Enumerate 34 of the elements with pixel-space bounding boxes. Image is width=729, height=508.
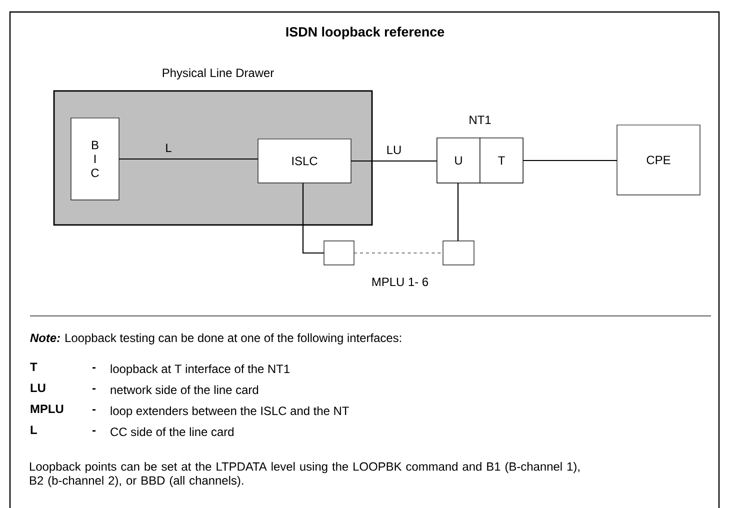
dash-label: - (92, 388, 96, 390)
interface-box: T (480, 138, 524, 184)
term-label: MPLU (30, 404, 64, 414)
node-label: Physical Line Drawer (162, 68, 274, 80)
dash-label: - (92, 430, 96, 432)
term-label: T (30, 362, 38, 371)
extender-box (442, 240, 474, 266)
edge-label: LU (387, 146, 401, 154)
equipment-box: CPE (616, 124, 700, 196)
term-description: CC side of the line card (110, 427, 234, 436)
term-description: loop extenders between the ISLC and the NT (110, 406, 349, 418)
part-label: MPLU 1- 6 (372, 278, 428, 286)
footnote-paragraph: Loopback points can be set at the LTPDATA level using the LOOPBK command and B1 (B-channel 1), B2 (b-channel 2), or BBD (all channels). (30, 462, 580, 488)
note-label: Note: (30, 334, 60, 342)
extender-box (324, 240, 354, 266)
term-description: loopback at T interface of the NT1 (110, 364, 290, 376)
term-label: L (30, 426, 37, 434)
node-label: NT1 (470, 116, 491, 124)
edge-label: L (166, 144, 172, 152)
dash-label: - (92, 367, 96, 369)
connector-line (351, 160, 437, 162)
connector-line (457, 182, 459, 241)
connector-line (354, 252, 444, 254)
connector-line (523, 160, 617, 162)
line-card-box: ISLC (258, 138, 352, 184)
card-box: B I C (70, 118, 120, 200)
term-description: network side of the line card (110, 385, 258, 394)
connector-line (119, 158, 258, 160)
title: ISDN loopback reference (286, 26, 444, 40)
dash-label: - (92, 409, 96, 411)
term-label: LU (30, 384, 46, 392)
note-text: Loopback testing can be done at one of the following interfaces: (66, 333, 402, 344)
interface-box: U (436, 138, 480, 184)
connector-line (302, 182, 324, 254)
